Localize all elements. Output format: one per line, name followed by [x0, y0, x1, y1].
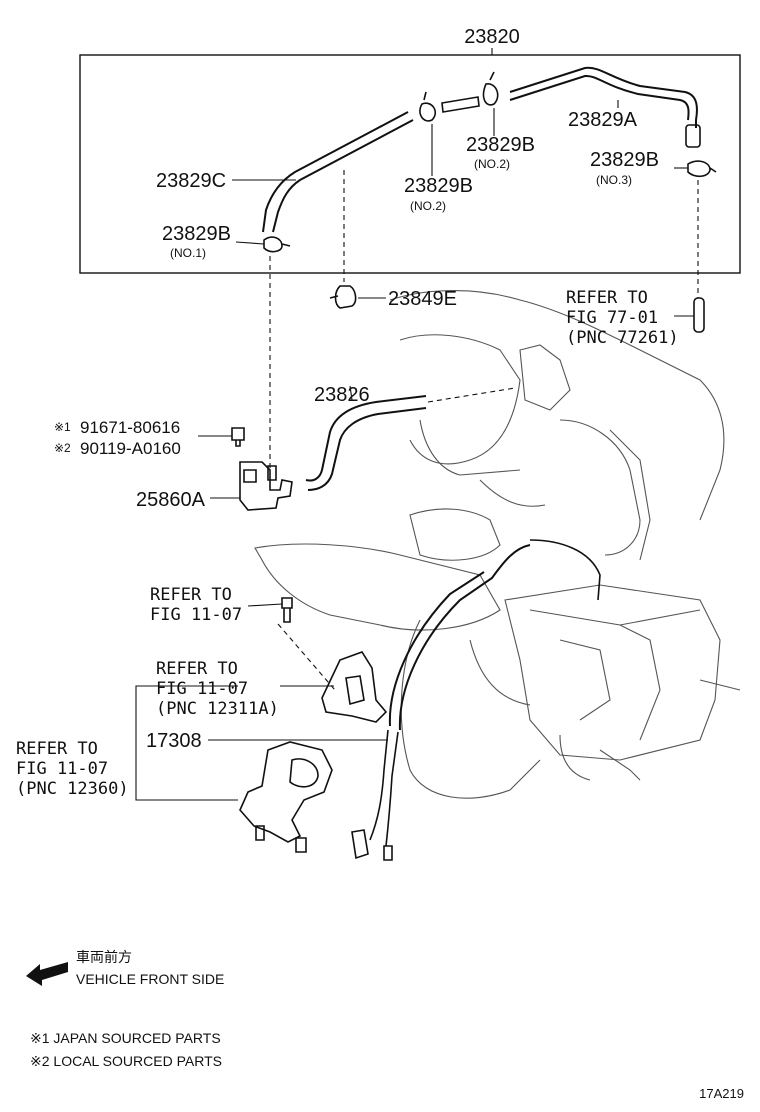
pipe-stub-fig77 [693, 297, 705, 333]
front-arrow-icon [26, 962, 68, 986]
label-bolt2: 90119-A0160 [80, 439, 181, 458]
refer-fig11b-line1: REFER TO [156, 659, 238, 679]
dash-bracket [277, 623, 336, 691]
assembly-number: 23820 [464, 26, 520, 48]
clamp-no2-right-shape [482, 71, 499, 106]
refer-fig77-line1: REFER TO [566, 288, 648, 308]
clamp-no1-shape [263, 236, 291, 253]
bracket-fig11c [135, 685, 238, 801]
hose-23826-outer [307, 407, 427, 491]
label-clamp-no2-right-sub: (NO.2) [474, 157, 510, 171]
hose-23826-shape [305, 395, 427, 482]
label-clamp-no3-sub: (NO.3) [596, 173, 632, 187]
bolt-91671-shape [231, 427, 245, 447]
label-25860a: 25860A [136, 489, 206, 511]
label-clamp-no2-mid-sub: (NO.2) [410, 199, 446, 213]
label-17308: 17308 [146, 730, 202, 752]
label-23829c: 23829C [156, 170, 226, 192]
refer-fig11a-line1: REFER TO [150, 585, 232, 605]
label-clamp-no2-right: 23829B [466, 134, 535, 156]
legend-note1: ※1 JAPAN SOURCED PARTS [30, 1030, 221, 1046]
label-clamp-no1: 23829B [162, 223, 231, 245]
connector-pipe [441, 96, 480, 113]
legend-note2: ※2 LOCAL SOURCED PARTS [30, 1053, 222, 1069]
leader-clamp-no1 [235, 241, 265, 245]
refer-fig77-line3: (PNC 77261) [566, 328, 679, 348]
hose-23829a-outer [509, 74, 690, 121]
refer-fig11c-line3: (PNC 12360) [16, 779, 129, 799]
label-23849e: 23849E [388, 288, 457, 310]
legend-front-jp: 車両前方 [76, 949, 132, 965]
clamp-no2-mid-shape [419, 91, 437, 122]
legend-front-en: VEHICLE FRONT SIDE [76, 971, 224, 987]
hose-23829c-outer [262, 111, 409, 233]
dash-23826 [427, 387, 516, 403]
mount-12360-shape [239, 741, 333, 853]
leader-fig11a [247, 603, 283, 607]
valve-25860a-shape [239, 461, 293, 511]
label-23829a: 23829A [568, 109, 638, 131]
hose-23829a-shape [509, 66, 698, 128]
label-bolt1: 91671-80616 [80, 418, 180, 437]
label-bolt2-mark: ※2 [54, 441, 71, 455]
clip-23849e-shape [329, 285, 357, 309]
harness-17308-shape [351, 539, 601, 861]
assembly-box [79, 54, 741, 274]
hose-23829a-end [685, 124, 701, 148]
bracket-12311a-shape [321, 651, 388, 723]
bolt-fig11a-shape [281, 597, 293, 623]
refer-fig77-line2: FIG 77-01 [566, 308, 658, 328]
refer-fig11b-line3: (PNC 12311A) [156, 699, 279, 719]
refer-fig11c-line1: REFER TO [16, 739, 98, 759]
label-23826: 23826 [314, 384, 370, 406]
figure-code: 17A219 [699, 1086, 744, 1101]
label-clamp-no1-sub: (NO.1) [170, 246, 206, 260]
clamp-no3-shape [687, 160, 717, 178]
label-bolt1-mark: ※1 [54, 420, 71, 434]
label-clamp-no2-mid: 23829B [404, 175, 473, 197]
engine-background [254, 290, 741, 799]
hose-23829c-shape [272, 119, 414, 233]
refer-fig11b-line2: FIG 11-07 [156, 679, 248, 699]
leader-23826 [349, 385, 353, 401]
label-clamp-no3: 23829B [590, 149, 659, 171]
refer-fig11c-line2: FIG 11-07 [16, 759, 108, 779]
refer-fig11a-line2: FIG 11-07 [150, 605, 242, 625]
